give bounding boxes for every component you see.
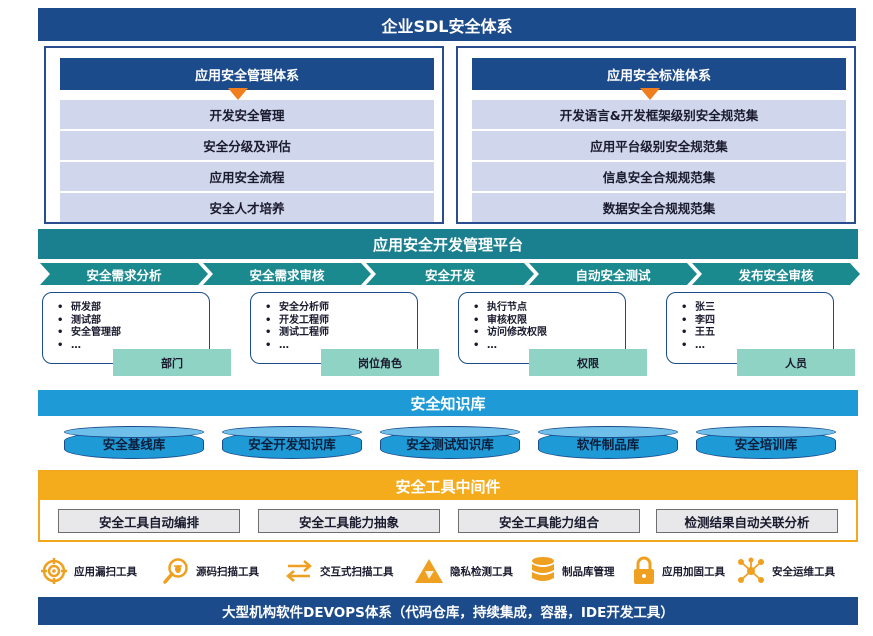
card-item: 安全分析师 [265, 302, 329, 315]
database-icon [532, 557, 554, 581]
lock-icon [634, 556, 654, 584]
person-card: 张三 李四 王五 … 人员 [666, 292, 855, 376]
library-cylinder: 安全基线库 [64, 426, 204, 459]
tool-label: 制品库管理 [562, 565, 615, 578]
middleware-panel: 安全工具中间件 安全工具自动编排 安全工具能力抽象 安全工具能力组合 检测结果自… [38, 470, 858, 542]
library-cylinder: 安全开发知识库 [222, 426, 362, 459]
standards-item: 数据安全合规规范集 [472, 193, 846, 222]
standards-panel: 应用安全标准体系 开发语言&开发框架级别安全规范集 应用平台级别安全规范集 信息… [456, 46, 856, 224]
card-item: 测试部 [57, 315, 121, 328]
stage-chevron: 安全需求分析 [40, 263, 208, 285]
stage-chevron: 安全开发 [366, 263, 534, 285]
magnifier-bug-icon [163, 558, 188, 584]
dept-card: 研发部 测试部 安全管理部 … 部门 [42, 292, 231, 376]
card-item: 访问修改权限 [473, 327, 547, 340]
tool-item: 应用加固工具 [632, 556, 725, 586]
standards-header: 应用安全标准体系 [472, 58, 846, 90]
card-item: 张三 [681, 302, 715, 315]
platform-bar: 应用安全开发管理平台 [38, 229, 858, 259]
middleware-header: 安全工具中间件 [40, 472, 856, 500]
library-cylinder: 安全培训库 [696, 426, 836, 459]
tool-label: 交互式扫描工具 [320, 565, 394, 578]
tool-label: 源码扫描工具 [196, 565, 259, 578]
management-item: 应用安全流程 [60, 162, 434, 191]
card-item: 开发工程师 [265, 315, 329, 328]
middleware-item: 安全工具能力抽象 [258, 509, 440, 533]
standards-item: 开发语言&开发框架级别安全规范集 [472, 100, 846, 129]
stage-chevron: 自动安全测试 [529, 263, 697, 285]
card-item: … [473, 340, 547, 353]
library-label: 安全基线库 [102, 437, 166, 452]
permission-card: 执行节点 审核权限 访问修改权限 … 权限 [458, 292, 647, 376]
tool-label: 隐私检测工具 [450, 565, 513, 578]
standards-item: 应用平台级别安全规范集 [472, 131, 846, 160]
management-item: 安全人才培养 [60, 193, 434, 222]
card-item: … [681, 340, 715, 353]
card-item: 李四 [681, 315, 715, 328]
card-tag: 岗位角色 [321, 349, 439, 376]
management-item: 开发安全管理 [60, 100, 434, 129]
management-item: 安全分级及评估 [60, 131, 434, 160]
middleware-item: 安全工具能力组合 [458, 509, 640, 533]
library-cylinder: 软件制品库 [538, 426, 678, 459]
library-label: 安全测试知识库 [406, 437, 494, 452]
tool-item: 安全运维工具 [736, 556, 835, 586]
role-card: 安全分析师 开发工程师 测试工程师 … 岗位角色 [250, 292, 439, 376]
tool-item: 制品库管理 [530, 556, 615, 586]
card-item: 审核权限 [473, 315, 547, 328]
card-item: … [57, 340, 121, 353]
swap-arrows-icon [286, 560, 312, 582]
card-tag: 人员 [737, 349, 855, 376]
card-item: … [265, 340, 329, 353]
card-tag: 权限 [529, 349, 647, 376]
middleware-item: 检测结果自动关联分析 [656, 509, 838, 533]
stage-chevron: 安全需求审核 [203, 263, 371, 285]
card-tag: 部门 [113, 349, 231, 376]
tool-item: 应用漏扫工具 [40, 556, 137, 586]
tool-label: 应用加固工具 [662, 565, 725, 578]
standards-item: 信息安全合规规范集 [472, 162, 846, 191]
page-title: 企业SDL安全体系 [38, 8, 856, 41]
down-arrow-icon [640, 88, 660, 100]
tool-item: 交互式扫描工具 [284, 556, 394, 586]
library-label: 安全培训库 [734, 437, 798, 452]
library-label: 软件制品库 [576, 437, 640, 452]
network-icon [738, 557, 764, 583]
library-cylinder: 安全测试知识库 [380, 426, 520, 459]
knowledge-base-bar: 安全知识库 [38, 390, 858, 416]
card-item: 研发部 [57, 302, 121, 315]
card-item: 执行节点 [473, 302, 547, 315]
library-label: 安全开发知识库 [248, 437, 336, 452]
card-item: 测试工程师 [265, 327, 329, 340]
tool-item: 隐私检测工具 [414, 556, 513, 586]
tool-item: 源码扫描工具 [162, 556, 259, 586]
tool-label: 安全运维工具 [772, 565, 835, 578]
down-arrow-icon [228, 88, 248, 100]
management-panel: 应用安全管理体系 开发安全管理 安全分级及评估 应用安全流程 安全人才培养 [44, 46, 444, 224]
warning-triangle-icon [415, 559, 443, 583]
tool-label: 应用漏扫工具 [74, 565, 137, 578]
devops-bar: 大型机构软件DEVOPS体系（代码仓库，持续集成，容器，IDE开发工具） [38, 597, 858, 625]
card-item: 安全管理部 [57, 327, 121, 340]
target-icon [41, 558, 67, 584]
card-item: 王五 [681, 327, 715, 340]
middleware-item: 安全工具自动编排 [58, 509, 240, 533]
management-header: 应用安全管理体系 [60, 58, 434, 90]
stage-chevron: 发布安全审核 [692, 263, 860, 285]
